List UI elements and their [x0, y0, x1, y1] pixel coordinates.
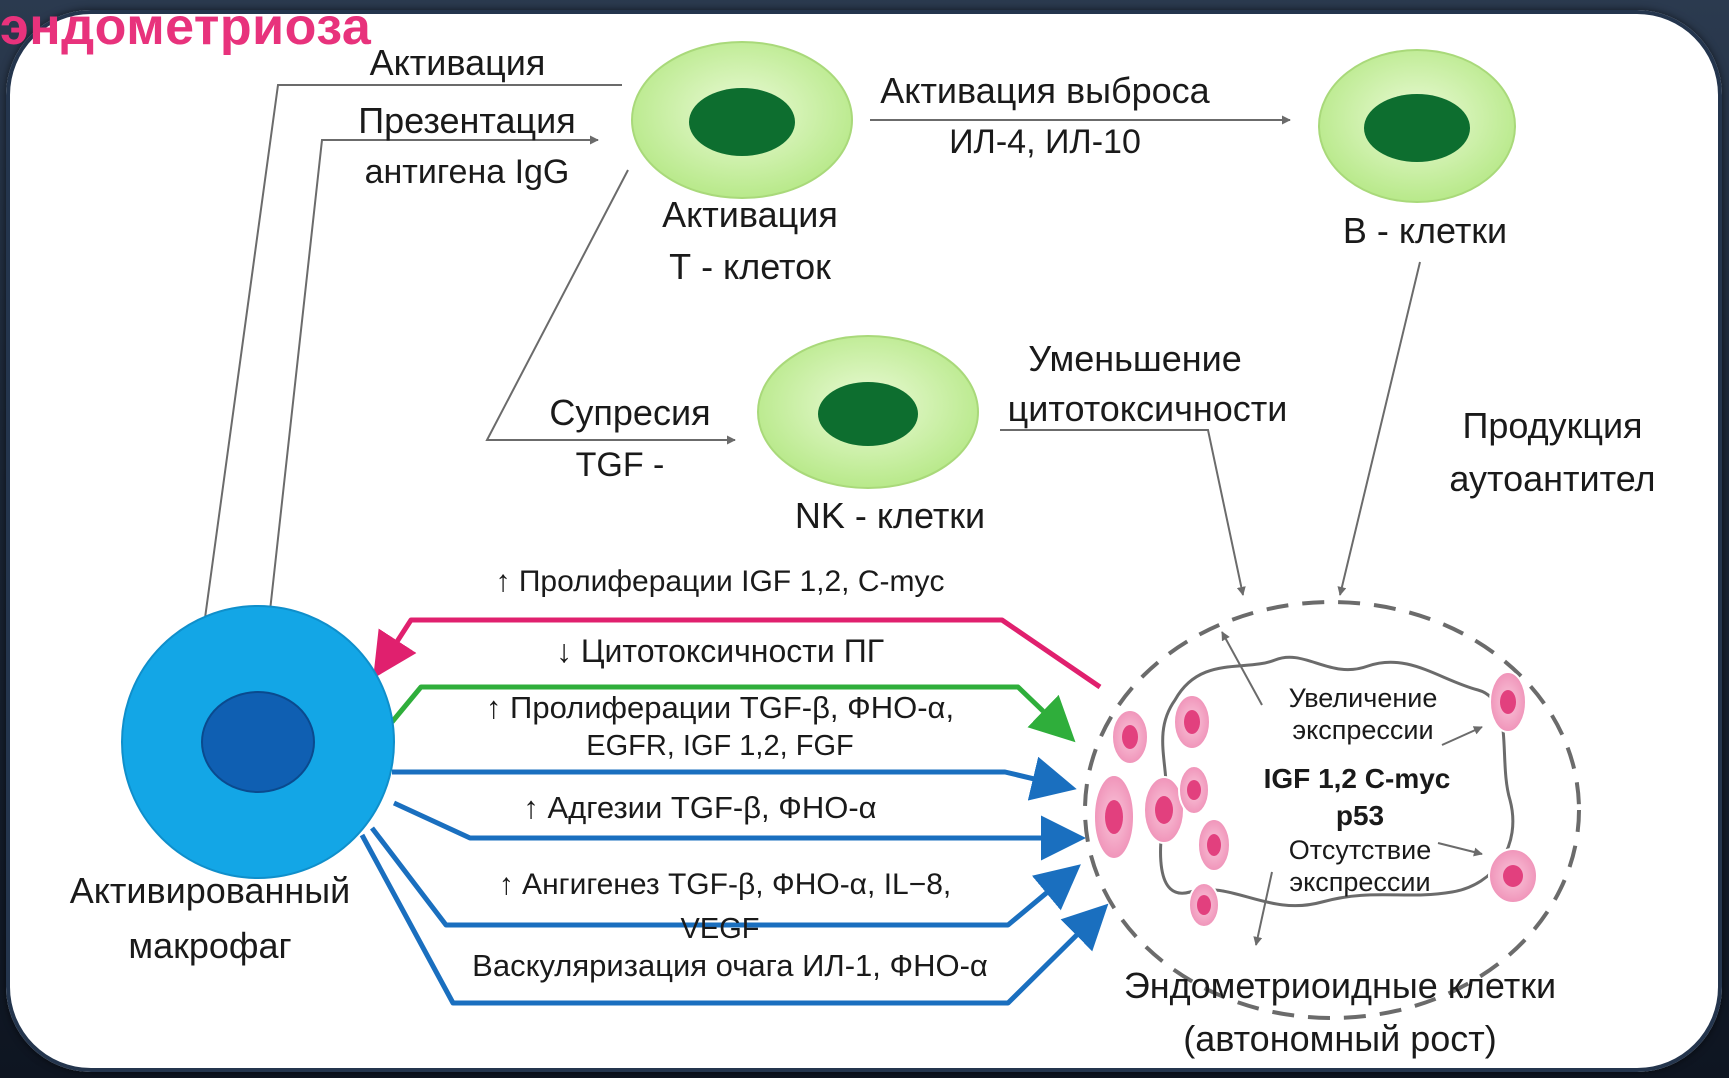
endometrial-cell: [1174, 695, 1210, 749]
endometrial-cell: [1112, 710, 1148, 764]
nk-cell: [758, 336, 978, 488]
label-prolif-tgf-2: EGFR, IGF 1,2, FGF: [520, 730, 920, 763]
label-activation: Активация: [345, 42, 570, 83]
t-cell: [632, 42, 852, 198]
label-cytotox-pg: ↓ Цитотоксичности ПГ: [490, 633, 950, 670]
label-increase-1: Увеличение: [1268, 683, 1458, 714]
label-presentation: Презентация: [332, 100, 602, 141]
label-release-1: Активация выброса: [840, 70, 1250, 111]
page-title: эндометриоза: [0, 0, 371, 60]
label-decrease-1: Уменьшение: [985, 338, 1285, 379]
label-prolif-igf: ↑ Пролиферации IGF 1,2, C-myc: [440, 565, 1000, 600]
label-t-cells-1: Активация: [625, 194, 875, 235]
label-suppression-1: Супресия: [525, 392, 735, 433]
endometrial-cell: [1179, 766, 1209, 814]
label-angiogenesis-1: ↑ Ангигенез TGF-β, ФНО-α, IL−8,: [440, 868, 1010, 903]
label-antigen: антигена IgG: [332, 153, 602, 192]
arrow-macrophage-presentation: [267, 140, 598, 638]
arrow-nk-to-endo: [1000, 430, 1243, 595]
b-cell-nucleus: [1364, 94, 1470, 162]
label-macrophage-2: макрофаг: [90, 925, 330, 966]
label-increase-2: экспрессии: [1268, 715, 1458, 746]
label-vascular: Васкуляризация очага ИЛ-1, ФНО-α: [420, 948, 1040, 984]
endometrial-cell: [1489, 849, 1537, 903]
label-macrophage-1: Активированный: [30, 870, 390, 911]
endometrial-cell: [1189, 883, 1219, 927]
b-cell: [1319, 50, 1515, 202]
macrophage: [122, 606, 394, 878]
endometrial-cell: [1490, 672, 1526, 732]
label-autoantibody-2: аутоантител: [1420, 458, 1685, 499]
macrophage-nucleus: [202, 692, 314, 792]
label-nk-cells: NK - клетки: [765, 495, 1015, 536]
arrow-bcell-to-endo: [1340, 262, 1420, 595]
label-autoantibody-1: Продукция: [1420, 405, 1685, 446]
label-prolif-tgf-1: ↑ Пролиферации TGF-β, ФНО-α,: [430, 690, 1010, 726]
label-b-cells: В - клетки: [1300, 210, 1550, 251]
label-endometrial-1: Эндометриоидные клетки: [1090, 965, 1590, 1006]
label-adhesion: ↑ Адгезии TGF-β, ФНО-α: [460, 790, 940, 826]
t-cell-nucleus: [689, 88, 795, 156]
endometrial-cell: [1094, 775, 1134, 859]
endometrial-cell: [1144, 777, 1184, 843]
label-absence-2: экспрессии: [1270, 867, 1450, 898]
arrow-blue-1: [392, 772, 1068, 787]
endometrial-cell: [1198, 819, 1230, 871]
label-endometrial-2: (автономный рост): [1140, 1018, 1540, 1059]
label-release-2: ИЛ-4, ИЛ-10: [860, 123, 1230, 162]
label-genes-1: IGF 1,2 C-myc: [1222, 763, 1492, 795]
label-decrease-2: цитотоксичности: [975, 388, 1320, 429]
label-t-cells-2: Т - клеток: [625, 246, 875, 287]
label-absence-1: Отсутствие: [1270, 835, 1450, 866]
nk-cell-nucleus: [818, 382, 918, 446]
label-angiogenesis-2: VEGF: [630, 913, 810, 946]
label-genes-2: p53: [1290, 800, 1430, 832]
label-suppression-2: TGF -: [540, 446, 700, 485]
